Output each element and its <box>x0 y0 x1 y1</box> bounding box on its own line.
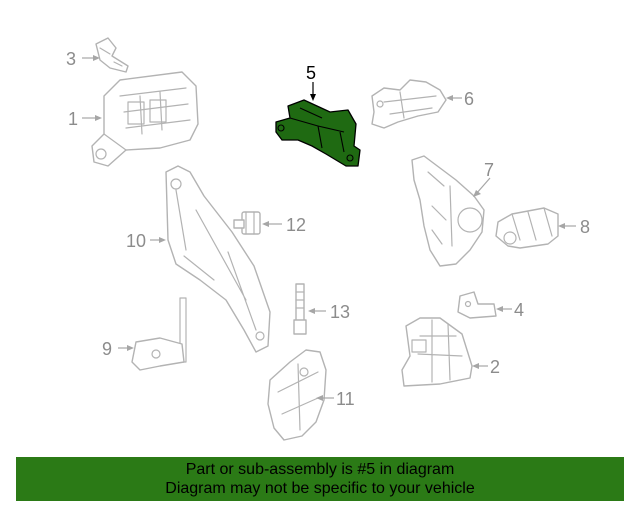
callout-7: 7 <box>484 160 494 180</box>
part-8-mount: 8 <box>495 207 590 249</box>
callout-12: 12 <box>286 215 306 235</box>
part-13-stud: 13 <box>293 283 350 335</box>
info-banner: Part or sub-assembly is #5 in diagram Di… <box>16 457 624 501</box>
callout-4: 4 <box>514 300 524 320</box>
callout-10: 10 <box>126 231 146 251</box>
part-6-bracket: 6 <box>371 79 474 129</box>
part-7-side-mount: 7 <box>411 155 494 267</box>
part-9-rod-bracket: 9 <box>102 297 187 371</box>
callout-3: 3 <box>66 49 76 69</box>
callout-9: 9 <box>102 339 112 359</box>
callout-2: 2 <box>490 357 500 377</box>
part-12-bushing: 12 <box>233 211 306 235</box>
parts-diagram: 3 1 5 6 7 <box>66 37 590 441</box>
part-1-engine-mount: 1 <box>68 71 199 167</box>
part-2-mount: 2 <box>401 317 500 387</box>
part-5-transmission-mount: 5 <box>275 63 361 167</box>
banner-line-2: Diagram may not be specific to your vehi… <box>165 480 475 497</box>
part-11-plate-bracket: 11 <box>267 349 355 441</box>
callout-13: 13 <box>330 302 350 322</box>
part-3-bracket: 3 <box>66 37 129 73</box>
banner-line-1: Part or sub-assembly is #5 in diagram <box>185 461 455 478</box>
callout-5: 5 <box>306 63 316 83</box>
callout-8: 8 <box>580 217 590 237</box>
callout-1: 1 <box>68 109 78 129</box>
callout-11: 11 <box>336 389 355 409</box>
part-10-long-bracket: 10 <box>126 165 271 353</box>
part-4-bracket: 4 <box>457 291 524 320</box>
callout-6: 6 <box>464 89 474 109</box>
